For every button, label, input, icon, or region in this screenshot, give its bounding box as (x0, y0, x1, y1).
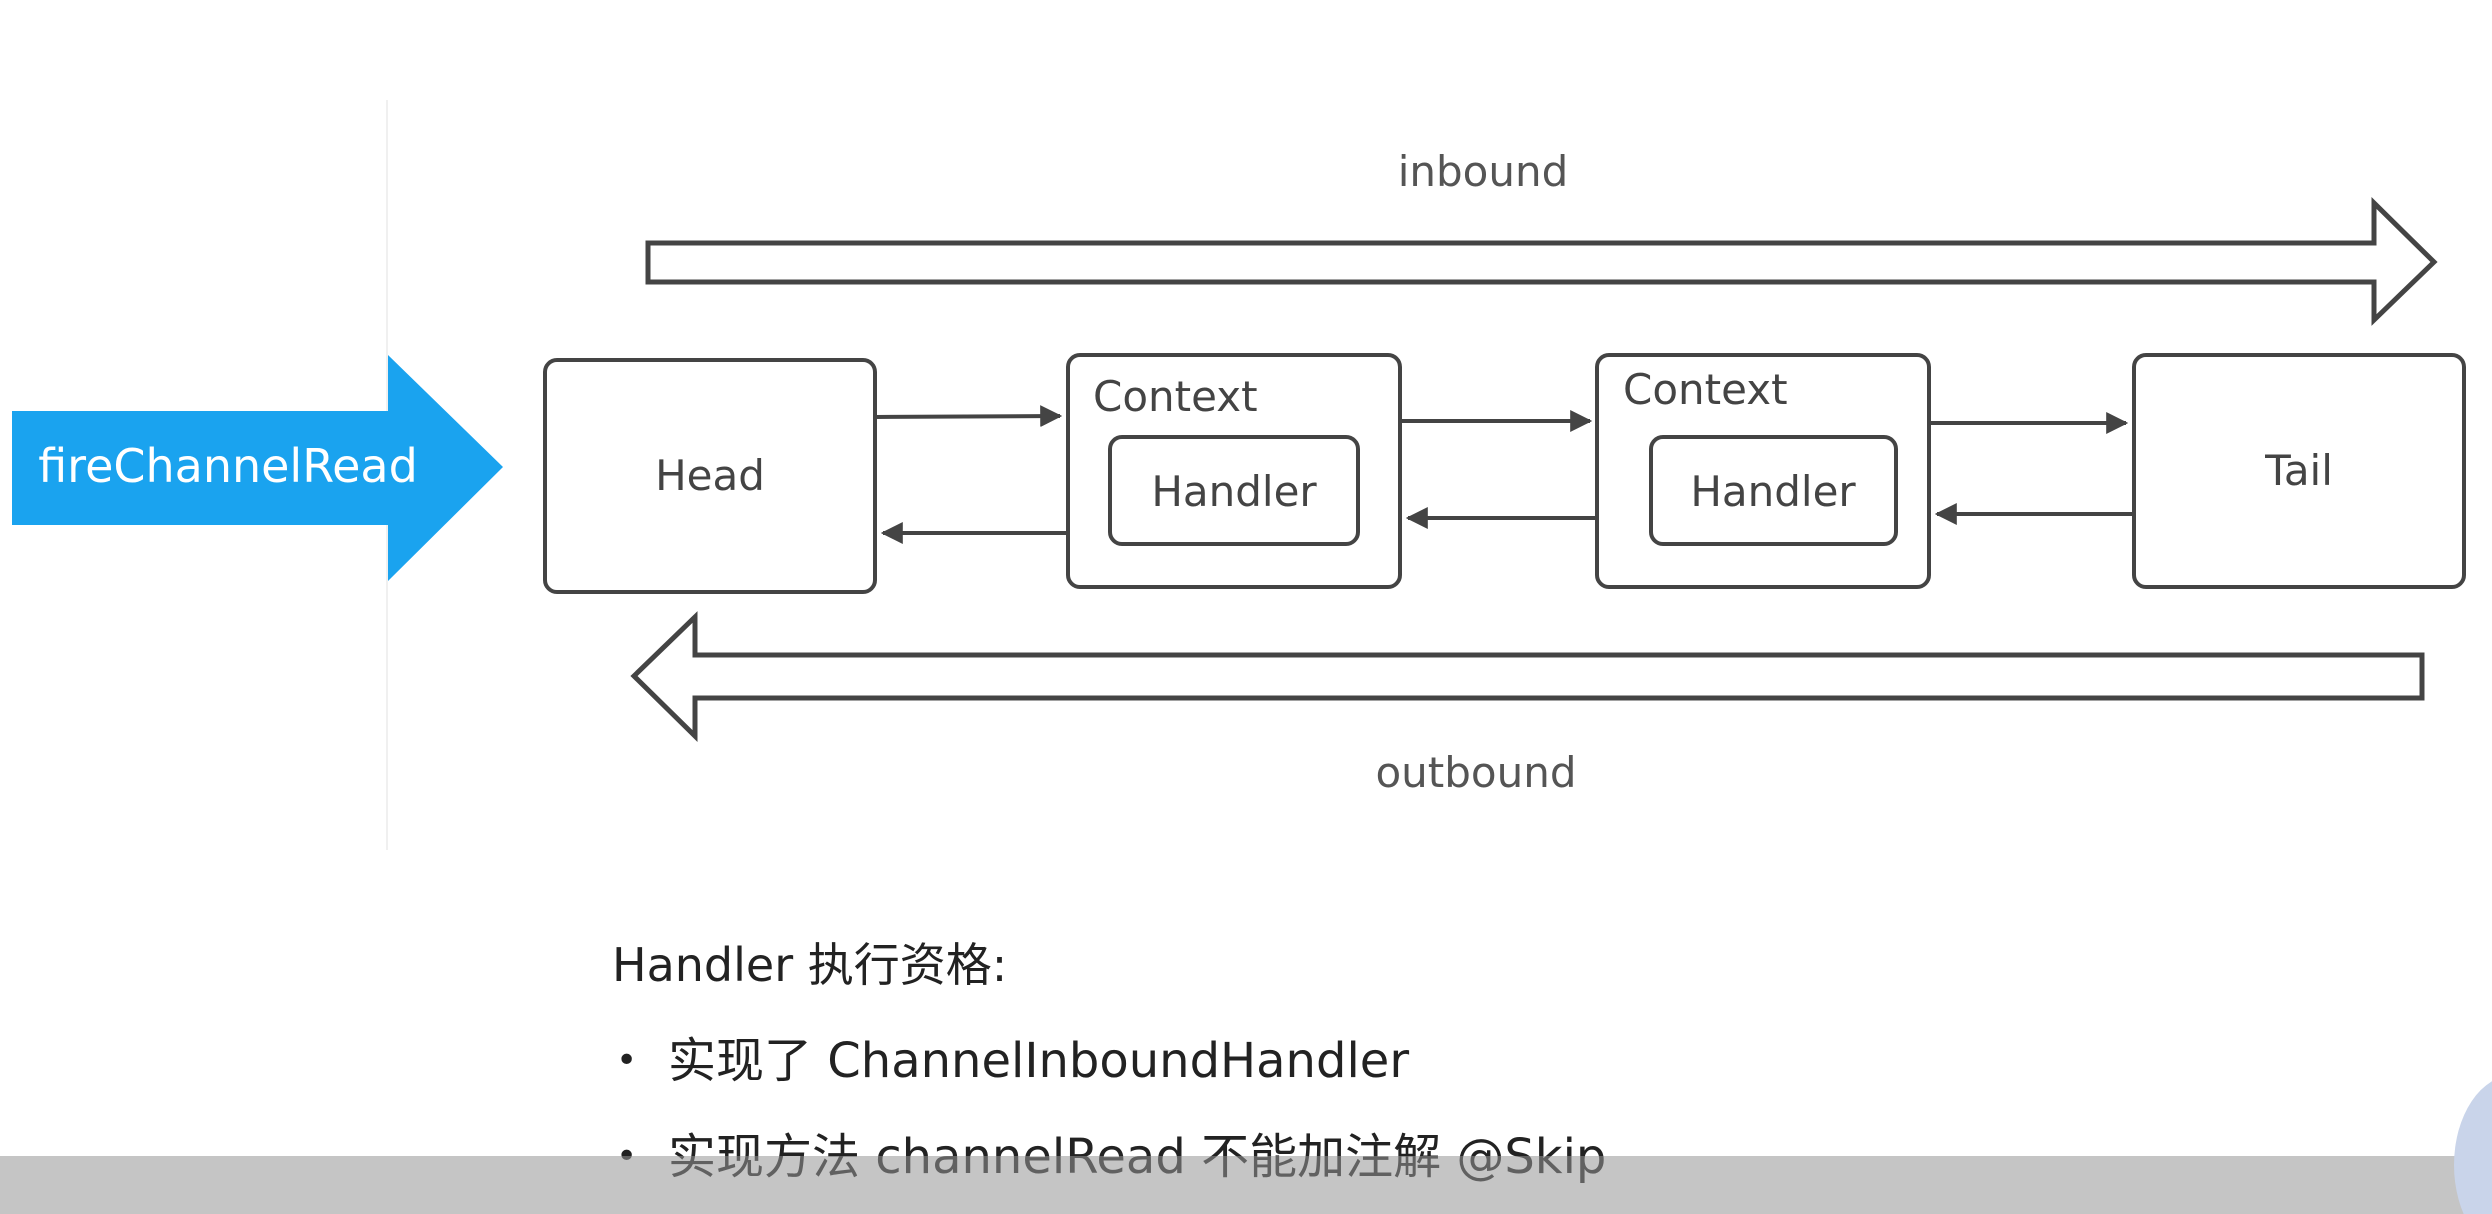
forward-arrow-head-to-context1 (874, 405, 1063, 428)
context-label-1: Context (1093, 372, 1258, 421)
outbound-flow-arrow (630, 611, 2425, 742)
handler-label-1: Handler (1151, 467, 1317, 516)
outbound-label: outbound (1375, 748, 1576, 797)
tail-node (2132, 353, 2466, 589)
handler-eligibility-notes: Handler 执行资格: • 实现了 ChannelInboundHandle… (612, 935, 2212, 1187)
handler-node-1 (1108, 435, 1360, 546)
inbound-flow-arrow (645, 197, 2438, 326)
video-control-bar (0, 1156, 2492, 1214)
head-label: Head (655, 451, 765, 500)
context-label-2: Context (1623, 365, 1788, 414)
notes-bullet-1: • 实现了 ChannelInboundHandler (612, 1031, 2212, 1091)
tail-label: Tail (2264, 446, 2333, 495)
notes-bullet-1-text: 实现了 ChannelInboundHandler (668, 1033, 1410, 1089)
handler-node-2 (1649, 435, 1898, 546)
inbound-label: inbound (1398, 147, 1569, 196)
handler-label-2: Handler (1690, 467, 1856, 516)
bullet-icon: • (616, 1040, 638, 1081)
fire-channel-read-arrow (12, 355, 503, 581)
notes-heading: Handler 执行资格: (612, 938, 1008, 992)
head-node (543, 358, 877, 594)
fire-channel-read-label: fireChannelRead (38, 439, 418, 493)
